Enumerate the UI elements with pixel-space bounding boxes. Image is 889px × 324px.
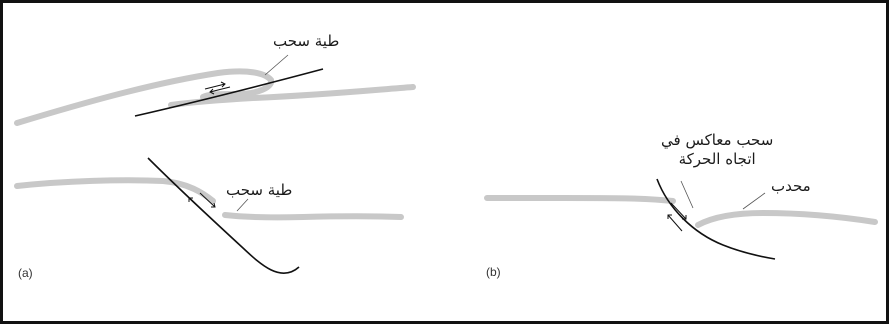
layer-a-bottom-right (225, 215, 401, 217)
leader-a-bottom (237, 199, 248, 211)
shear-arrow-b-1 (671, 203, 686, 219)
label-drag-fold-top: طية سحب (273, 34, 339, 49)
leader-b-convex (743, 193, 765, 209)
panel-letter-b: (b) (486, 265, 501, 279)
layer-a-bottom-left (17, 180, 213, 201)
shear-arrow-a-top-1 (205, 82, 225, 89)
layer-b-left (487, 198, 673, 201)
leader-a-top (265, 55, 288, 75)
label-reverse-drag: سحب معاكس في اتجاه الحركة (661, 131, 773, 169)
panel-letter-a: (a) (18, 266, 33, 280)
label-convex: محدب (771, 179, 811, 194)
shear-arrow-b-2 (668, 215, 682, 231)
shear-arrow-a-bottom-2 (189, 198, 204, 212)
leader-b-reverse (681, 181, 693, 208)
layer-b-right (698, 213, 875, 225)
label-drag-fold-bottom: طية سحب (226, 183, 292, 198)
